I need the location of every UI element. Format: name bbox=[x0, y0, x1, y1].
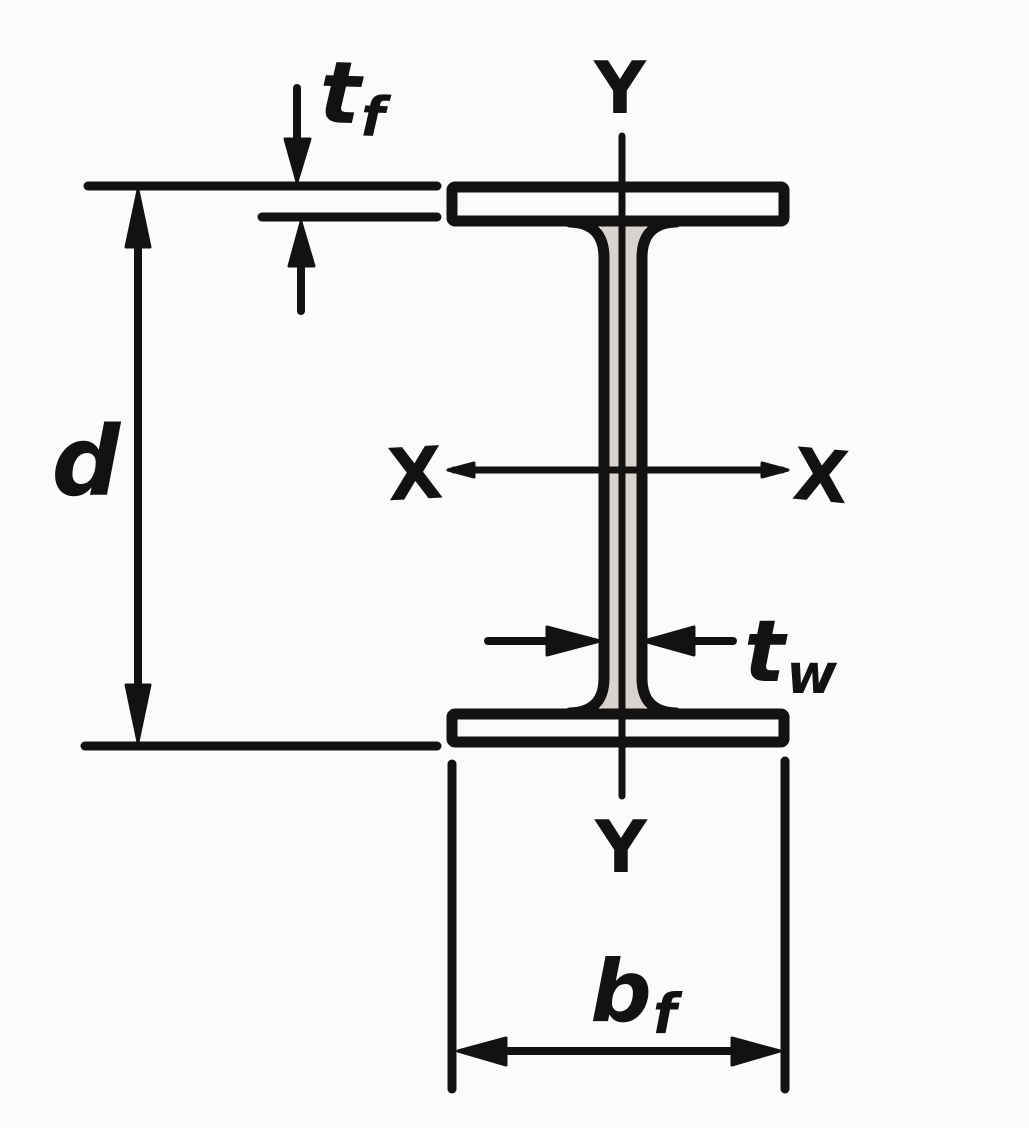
flange-thickness-label: tf bbox=[318, 43, 386, 149]
tw-left-arrowhead bbox=[545, 625, 602, 657]
x-axis-right-arrowhead bbox=[760, 461, 790, 479]
flange-width-label-subscript: f bbox=[652, 982, 677, 1047]
bf-left-arrowhead bbox=[456, 1036, 508, 1067]
web-thickness-label-base: t bbox=[744, 602, 786, 702]
x-axis-left-arrowhead bbox=[446, 461, 476, 479]
web-left-line bbox=[564, 216, 610, 719]
depth-bottom-arrowhead bbox=[124, 683, 152, 744]
depth-dimension-label: d bbox=[51, 406, 121, 518]
flange-thickness-label-subscript: f bbox=[359, 84, 386, 150]
top-flange-outline bbox=[446, 181, 790, 227]
bf-right-arrowhead bbox=[730, 1036, 782, 1067]
flange-width-label: bf bbox=[590, 949, 677, 1042]
web-thickness-label-subscript: w bbox=[786, 642, 838, 707]
tw-right-arrowhead bbox=[642, 625, 696, 657]
x-axis-right-label: X bbox=[789, 431, 853, 521]
y-axis-top-label: Y bbox=[593, 46, 647, 130]
tf-lower-arrowhead bbox=[287, 220, 316, 268]
web-thickness-label: tw bbox=[744, 609, 837, 702]
web-right-line bbox=[636, 216, 682, 719]
y-axis-bottom-label: Y bbox=[594, 805, 648, 889]
flange-width-label-base: b bbox=[590, 942, 652, 1042]
x-axis-left-label: X bbox=[385, 430, 445, 518]
depth-top-arrowhead bbox=[124, 188, 152, 249]
flange-thickness-label-base: t bbox=[317, 42, 363, 145]
bottom-flange-outline bbox=[446, 708, 790, 748]
tf-upper-arrowhead bbox=[283, 137, 312, 184]
